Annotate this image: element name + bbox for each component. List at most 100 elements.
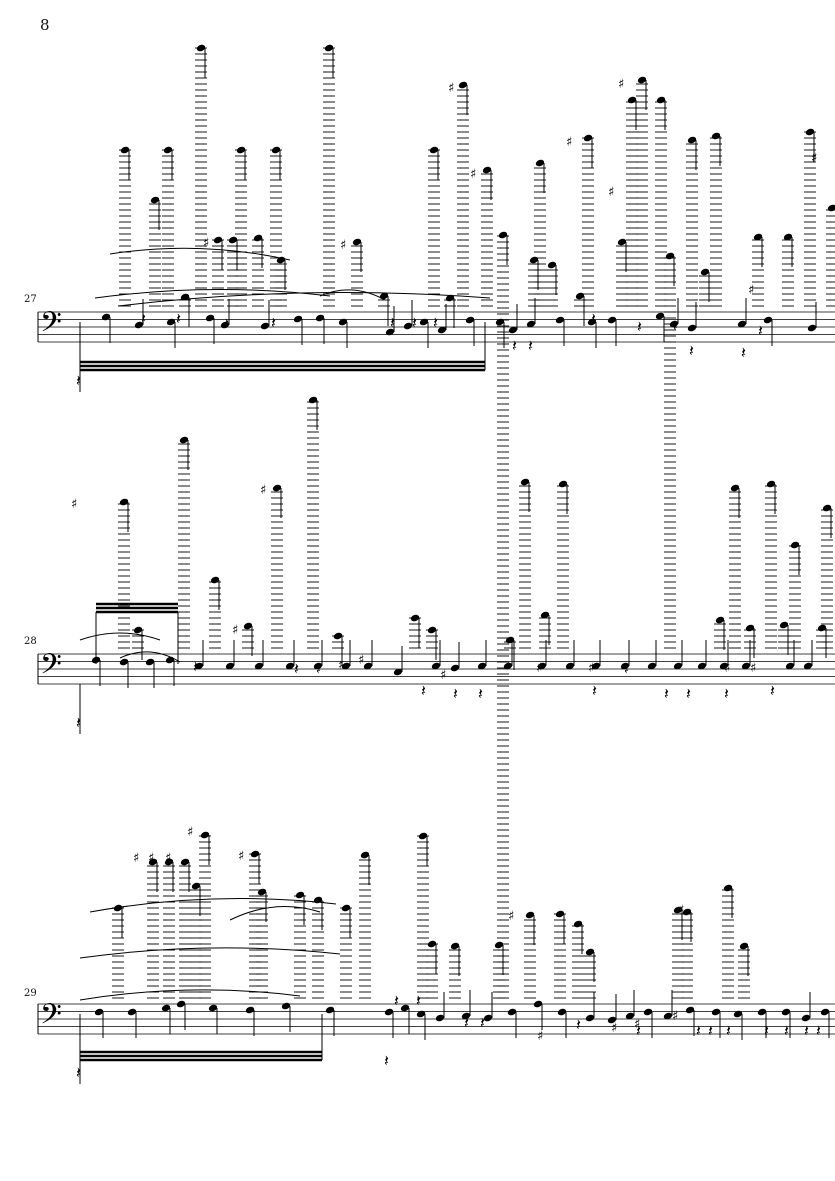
notehead [410, 614, 420, 622]
notehead [753, 233, 763, 241]
notehead [352, 238, 362, 246]
notehead [555, 316, 565, 324]
notehead [537, 662, 547, 670]
notehead [779, 621, 789, 629]
notehead [257, 888, 267, 896]
notehead [194, 662, 204, 670]
notehead [540, 611, 550, 619]
notehead [295, 891, 305, 899]
notehead [685, 1006, 695, 1014]
notehead [498, 231, 508, 239]
rest: 𝄽 [384, 1051, 389, 1070]
rest: 𝄽 [816, 1021, 821, 1040]
notehead [665, 252, 675, 260]
notehead [260, 322, 270, 330]
rest: 𝄽 [770, 681, 775, 700]
sharp-sign: ♯ [678, 903, 684, 918]
notehead [127, 1008, 137, 1016]
notehead [165, 656, 175, 664]
rest: 𝄽 [141, 309, 146, 328]
notehead [429, 146, 439, 154]
sharp-sign: ♯ [537, 1029, 543, 1044]
notehead [803, 662, 813, 670]
sharp-sign: ♯ [508, 909, 514, 924]
notehead [313, 896, 323, 904]
notehead [477, 662, 487, 670]
notehead [585, 1014, 595, 1022]
notehead [119, 498, 129, 506]
notehead [625, 1012, 635, 1020]
slur [79, 947, 341, 959]
notehead [533, 1000, 543, 1008]
notehead [700, 268, 710, 276]
notehead [583, 134, 593, 142]
slur [117, 292, 491, 307]
notehead [643, 1008, 653, 1016]
rest: 𝄽 [686, 684, 691, 703]
rest: 𝄽 [421, 681, 426, 700]
rest: 𝄽 [689, 341, 694, 360]
notehead [465, 316, 475, 324]
notehead [166, 318, 176, 326]
notehead [555, 910, 565, 918]
notehead [333, 632, 343, 640]
notehead [573, 920, 583, 928]
rest: 𝄽 [576, 1015, 581, 1034]
notehead [163, 146, 173, 154]
rest: 𝄽 [637, 317, 642, 336]
sharp-sign: ♯ [536, 661, 542, 676]
notehead [120, 146, 130, 154]
bass-clef-icon: 𝄢 [40, 648, 62, 688]
notehead [208, 1004, 218, 1012]
notehead [807, 324, 817, 332]
rest: 𝄽 [271, 313, 276, 332]
notehead [419, 318, 429, 326]
notehead [324, 44, 334, 52]
notehead [325, 1006, 335, 1014]
rest: 𝄽 [592, 681, 597, 700]
notehead [250, 850, 260, 858]
notehead [450, 942, 460, 950]
rest: 𝄽 [394, 991, 399, 1010]
notehead [557, 1008, 567, 1016]
notehead [427, 940, 437, 948]
notehead [228, 236, 238, 244]
sharp-sign: ♯ [724, 661, 730, 676]
notehead [101, 313, 111, 321]
rest: 𝄽 [224, 314, 229, 333]
rest: 𝄽 [758, 321, 763, 340]
sharp-sign: ♯ [750, 661, 756, 676]
notehead [253, 234, 263, 242]
notehead [763, 316, 773, 324]
notehead [254, 662, 264, 670]
notehead [547, 261, 557, 269]
notehead [620, 662, 630, 670]
notehead [483, 1014, 493, 1022]
notehead [783, 233, 793, 241]
measure-number-27: 27 [24, 294, 37, 305]
notehead [315, 314, 325, 322]
rest: 𝄽 [624, 659, 629, 678]
notehead [360, 851, 370, 859]
notehead [529, 256, 539, 264]
rest: 𝄽 [741, 343, 746, 362]
notehead [164, 858, 174, 866]
notehead [180, 293, 190, 301]
sharp-sign: ♯ [165, 851, 171, 866]
notehead [445, 294, 455, 302]
rest: 𝄽 [528, 336, 533, 355]
notehead [637, 76, 647, 84]
rest: 𝄽 [636, 1021, 641, 1040]
notehead [113, 904, 123, 912]
notehead [508, 326, 518, 334]
notehead [196, 44, 206, 52]
notehead [682, 908, 692, 916]
sharp-sign: ♯ [148, 851, 154, 866]
notehead [150, 196, 160, 204]
rest: 𝄽 [433, 313, 438, 332]
notehead [363, 662, 373, 670]
rest: 𝄽 [193, 657, 198, 676]
sharp-sign: ♯ [618, 77, 624, 92]
sharp-sign: ♯ [232, 623, 238, 638]
